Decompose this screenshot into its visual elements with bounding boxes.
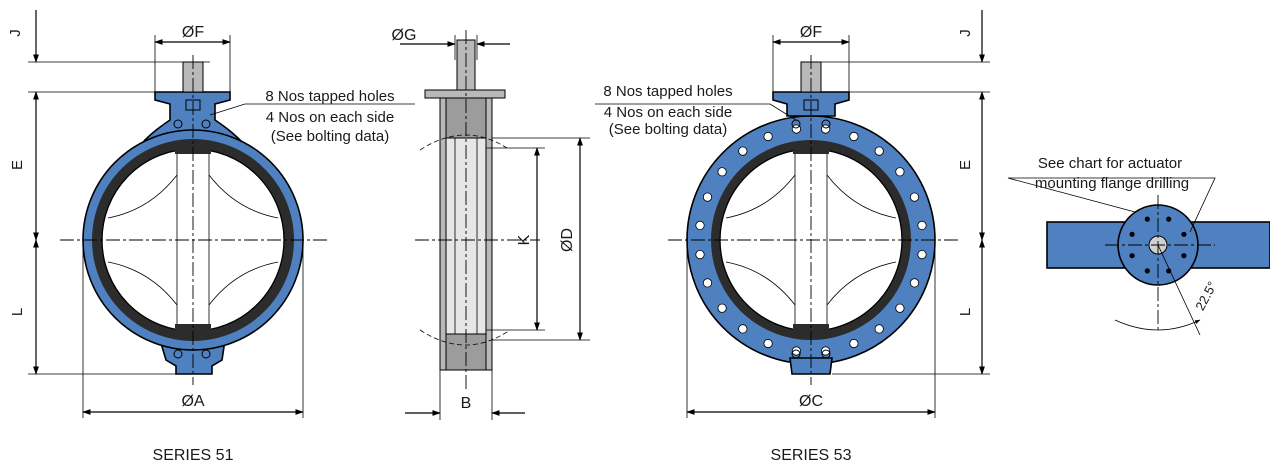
- side-view: [415, 30, 540, 390]
- flange-bolt-hole: [917, 220, 927, 230]
- series51-valve: [60, 55, 330, 385]
- series53-valve: [668, 55, 960, 385]
- captions: SERIES 51 SERIES 53: [153, 447, 852, 464]
- actuator-note-line2: mounting flange drilling: [1035, 175, 1189, 192]
- dim-J-s53: J: [957, 29, 974, 37]
- actuator-angle: 22.5°: [1192, 279, 1220, 313]
- dim-F-s53: ØF: [800, 24, 822, 41]
- s51-note-line1: 8 Nos tapped holes: [265, 88, 394, 105]
- flange-bolt-hole: [763, 131, 773, 142]
- dim-J-s51: J: [7, 29, 24, 37]
- flange-bolt-hole: [895, 167, 905, 177]
- flange-bolt-hole: [717, 167, 727, 177]
- flange-bolt-hole: [695, 250, 705, 260]
- actuator-detail: [1007, 177, 1270, 336]
- dim-K: K: [516, 234, 533, 245]
- s53-note-line2: 4 Nos on each side: [604, 104, 732, 121]
- series51-dimensions: [28, 10, 415, 418]
- actuator-bolt-hole: [1144, 268, 1150, 274]
- flange-bolt-hole: [874, 324, 884, 334]
- s51-note-line3: (See bolting data): [271, 128, 389, 145]
- dim-A: ØA: [181, 393, 204, 410]
- dim-L-s53: L: [957, 308, 974, 316]
- dim-C: ØC: [799, 393, 823, 410]
- flange-bolt-hole: [702, 278, 713, 288]
- actuator-bolt-hole: [1181, 231, 1187, 237]
- dim-G: ØG: [392, 27, 417, 44]
- actuator-bolt-hole: [1144, 216, 1150, 222]
- actuator-bolt-hole: [1181, 253, 1187, 259]
- flange-bolt-hole: [874, 146, 884, 156]
- side-top-flange: [424, 89, 506, 99]
- actuator-bolt-hole: [1129, 253, 1135, 259]
- dim-B: B: [461, 395, 472, 412]
- flange-bolt-hole: [917, 250, 927, 260]
- flange-bolt-hole: [738, 146, 748, 156]
- s53-note-line1: 8 Nos tapped holes: [603, 83, 732, 100]
- caption-series53: SERIES 53: [771, 447, 852, 464]
- dim-F-s51: ØF: [182, 24, 204, 41]
- caption-series51: SERIES 51: [153, 447, 234, 464]
- flange-bolt-hole: [895, 303, 905, 313]
- series53-dimensions: [595, 10, 990, 418]
- flange-bolt-hole: [702, 192, 713, 202]
- flange-bolt-hole: [695, 220, 705, 230]
- flange-bolt-hole: [849, 338, 859, 349]
- series51-tapped-holes: [173, 119, 211, 359]
- flange-bolt-hole: [717, 303, 727, 313]
- s51-note-line2: 4 Nos on each side: [266, 109, 394, 126]
- flange-bolt-hole: [791, 346, 802, 356]
- series53-note: 8 Nos tapped holes 4 Nos on each side (S…: [603, 83, 732, 138]
- dim-L-s51: L: [9, 308, 26, 316]
- s53-note-line3: (See bolting data): [609, 121, 727, 138]
- flange-bolt-hole: [763, 338, 773, 349]
- dim-E-s53: E: [957, 160, 974, 170]
- flange-bolt-hole: [849, 131, 859, 142]
- actuator-holes: [1129, 216, 1187, 274]
- series51-note: 8 Nos tapped holes 4 Nos on each side (S…: [265, 88, 394, 145]
- dim-D: ØD: [559, 228, 576, 252]
- dim-E-s51: E: [9, 160, 26, 170]
- flange-bolt-hole: [909, 278, 920, 288]
- flange-bolt-hole: [820, 346, 831, 356]
- dimension-labels: ØF J E L ØA ØG B K ØD ØF J E L ØC: [7, 24, 974, 412]
- actuator-note-line1: See chart for actuator: [1038, 155, 1182, 172]
- actuator-bolt-hole: [1129, 231, 1135, 237]
- side-dimensions: [400, 35, 590, 420]
- flange-bolt-hole: [738, 324, 748, 334]
- series53-flange-holes: [695, 124, 927, 356]
- flange-bolt-hole: [909, 192, 920, 202]
- actuator-bolt-hole: [1166, 216, 1172, 222]
- actuator-bolt-hole: [1166, 268, 1172, 274]
